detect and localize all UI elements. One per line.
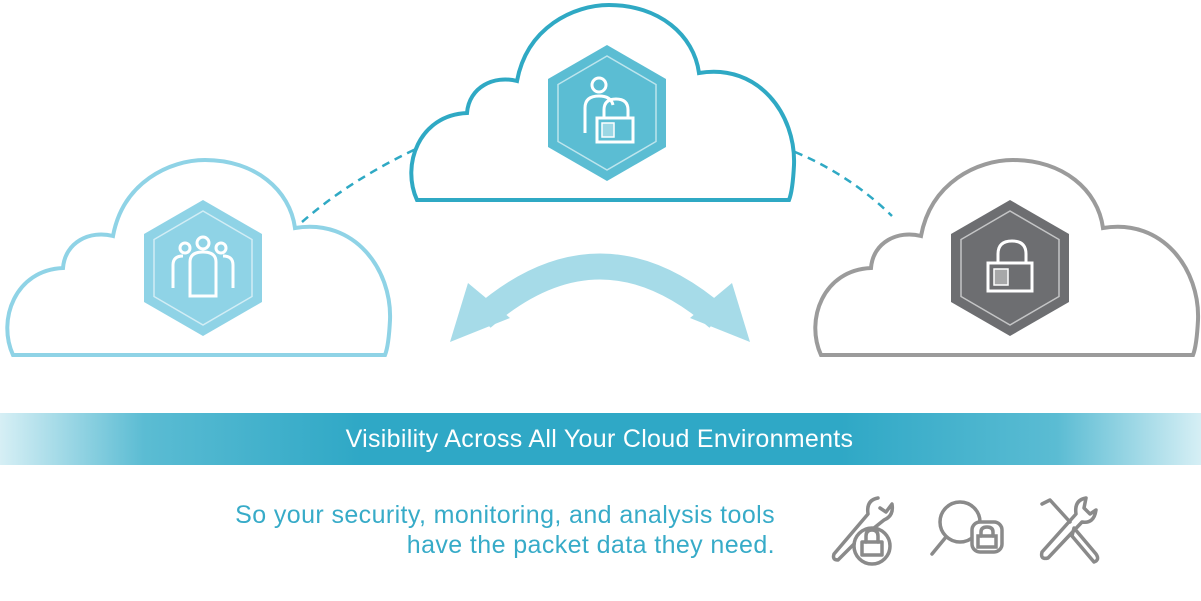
subtitle-line-1: So your security, monitoring, and analys… xyxy=(235,501,775,529)
dashed-connector-left xyxy=(301,146,419,223)
dashed-connector-right xyxy=(794,150,893,217)
banner: Visibility Across All Your Cloud Environ… xyxy=(0,413,1201,465)
lock-icon xyxy=(951,200,1069,336)
bidirectional-arrow xyxy=(450,253,750,342)
subtitle-line-2: have the packet data they need. xyxy=(406,531,775,559)
wrench-screwdriver-icon xyxy=(1039,496,1100,564)
banner-title: Visibility Across All Your Cloud Environ… xyxy=(345,424,854,453)
wrench-lock-icon xyxy=(831,496,895,566)
subtitle: So your security, monitoring, and analys… xyxy=(235,500,775,560)
users-icon xyxy=(144,200,262,336)
magnifier-lock-icon xyxy=(930,500,1004,556)
user-lock-icon xyxy=(548,45,666,181)
